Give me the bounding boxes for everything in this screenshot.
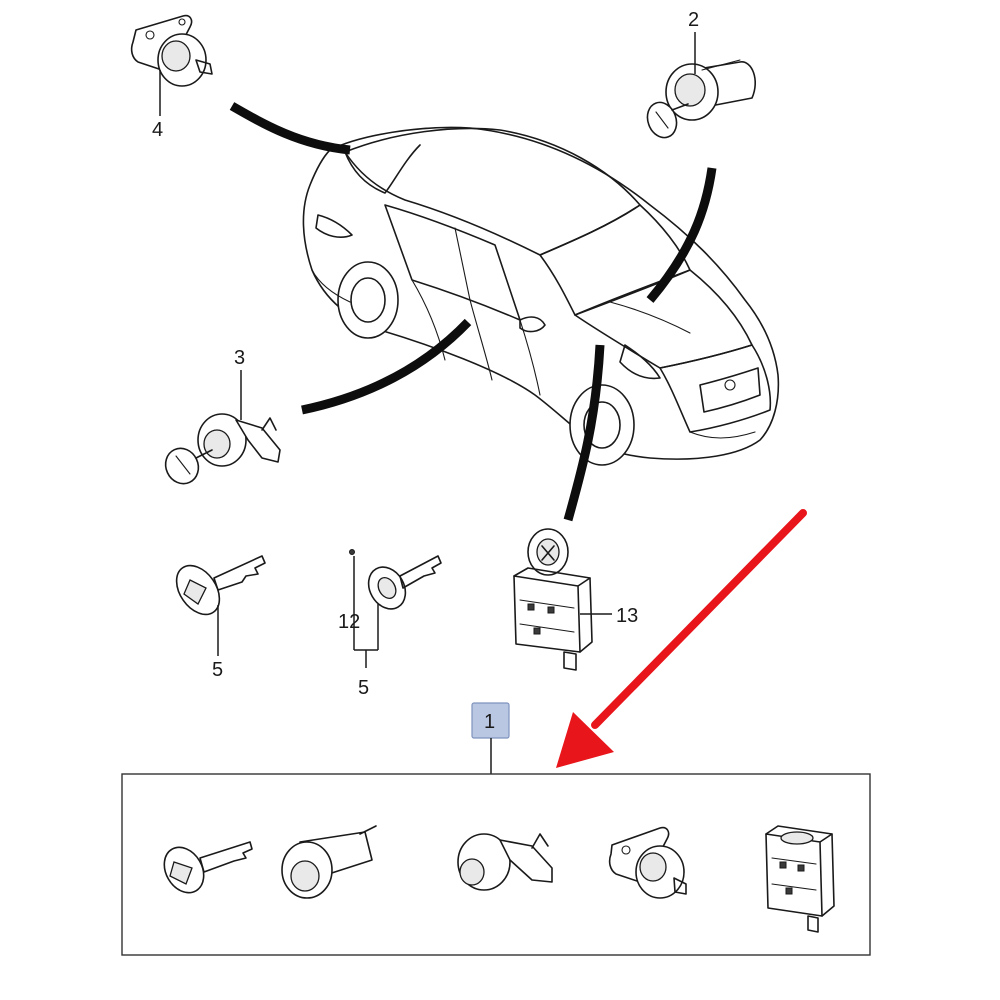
kit-ignition-cylinder bbox=[281, 825, 377, 899]
callout-4: 4 bbox=[152, 119, 163, 141]
red-arrow bbox=[556, 509, 807, 768]
door-lock-part bbox=[164, 413, 281, 485]
leader-trunk bbox=[229, 102, 351, 155]
kit-door-cylinder bbox=[457, 833, 553, 891]
red-arrow-shaft bbox=[591, 509, 807, 729]
leader-lines bbox=[229, 102, 717, 522]
kit-box bbox=[121, 773, 871, 956]
key-part-right bbox=[349, 549, 442, 610]
kit-key bbox=[163, 841, 253, 894]
leader-door bbox=[301, 318, 472, 415]
callout-13: 13 bbox=[616, 605, 638, 627]
kit-group: 1 bbox=[121, 702, 871, 956]
callout-3: 3 bbox=[234, 347, 245, 369]
callout-2: 2 bbox=[688, 9, 699, 31]
key-part-left bbox=[175, 555, 266, 616]
callout-5-right: 5 bbox=[358, 677, 369, 699]
callout-group: 4 2 3 5 12 5 13 bbox=[152, 9, 699, 699]
ignition-switch-part bbox=[513, 528, 593, 671]
callout-5-left: 5 bbox=[212, 659, 223, 681]
ignition-cylinder-part bbox=[646, 59, 756, 139]
kit-trunk-lock bbox=[608, 826, 687, 899]
leader-hood bbox=[646, 167, 717, 303]
trunk-lock-part bbox=[130, 14, 213, 87]
leader-ignition bbox=[563, 344, 605, 522]
callout-12: 12 bbox=[338, 611, 360, 633]
red-arrow-head bbox=[556, 712, 614, 768]
kit-ignition-switch bbox=[765, 825, 835, 933]
kit-badge-label: 1 bbox=[484, 711, 495, 733]
